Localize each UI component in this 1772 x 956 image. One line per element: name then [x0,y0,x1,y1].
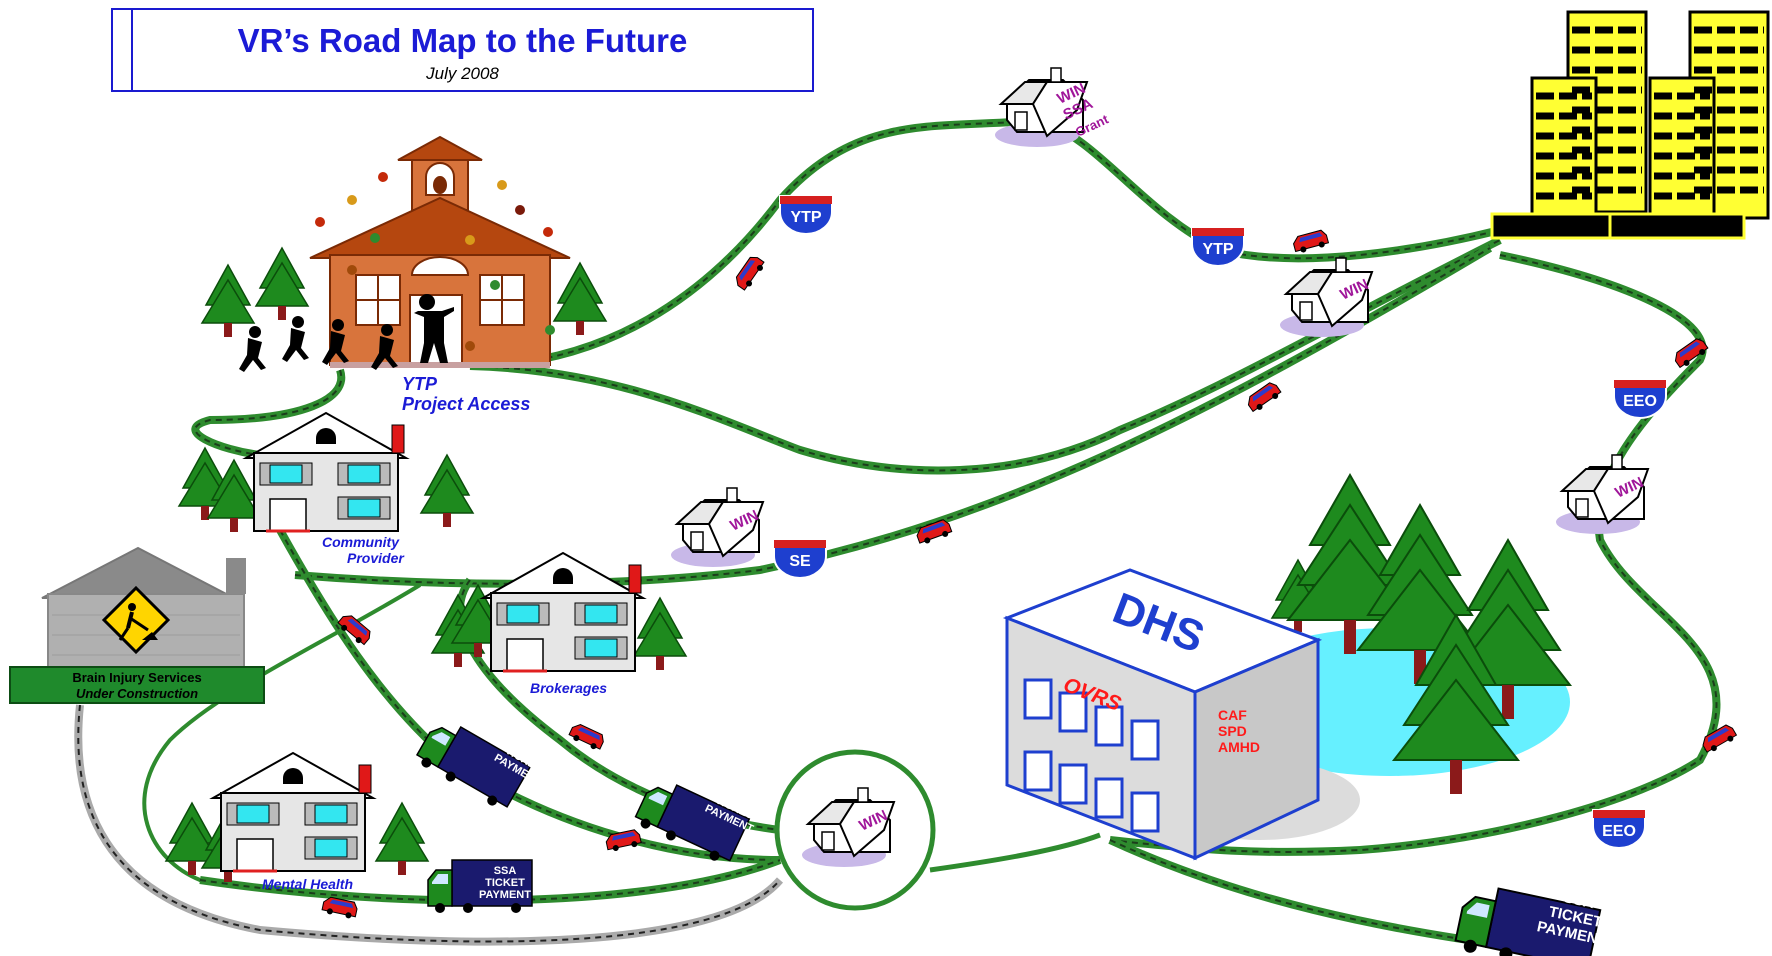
title-box: VR’s Road Map to the Future July 2008 [111,8,814,92]
shield-ytp-2: YTP [1202,241,1233,258]
brain-injury-label-line-2: Under Construction [75,686,199,701]
house-win-1 [1279,257,1373,338]
brain-injury-sign: Brain Injury Services Under Construction [9,666,265,704]
house-mental-health [211,751,375,873]
truck-4-line-1: SSA [1562,889,1596,912]
truck-3-line-3: PAYMENT [479,889,531,901]
house-brokerages [481,551,645,673]
brokerages-label: Brokerages [530,680,608,696]
community-provider-label-line-1: Community [322,534,399,550]
school-label-line-1: YTP [402,374,438,394]
shield-ytp-1: YTP [790,209,821,226]
brain-injury-label-line-1: Brain Injury Services [72,670,202,685]
truck-3-line-1: SSA [494,865,517,877]
shield-eeo-2: EEO [1602,823,1636,840]
page-date: July 2008 [426,64,499,83]
house-community-provider [244,411,408,533]
mental-health-label: Mental Health [262,876,354,892]
construction-building [41,546,246,673]
dhs-division-1: CAF [1218,707,1247,723]
office-building-icon [1002,568,1360,861]
skyscraper-icon [1490,10,1770,240]
construction-sign-icon [101,585,171,655]
school-label-line-2: Project Access [402,394,531,414]
community-provider-label-line-2: Provider [347,550,404,566]
page-title: VR’s Road Map to the Future [237,22,688,59]
dhs-division-2: SPD [1218,723,1247,739]
truck-3-line-2: TICKET [485,877,525,889]
shield-se: SE [789,553,811,570]
dhs-division-3: AMHD [1218,739,1260,755]
school-icon [239,135,571,372]
shield-eeo-1: EEO [1623,393,1657,410]
autumn-leaves [315,172,555,351]
